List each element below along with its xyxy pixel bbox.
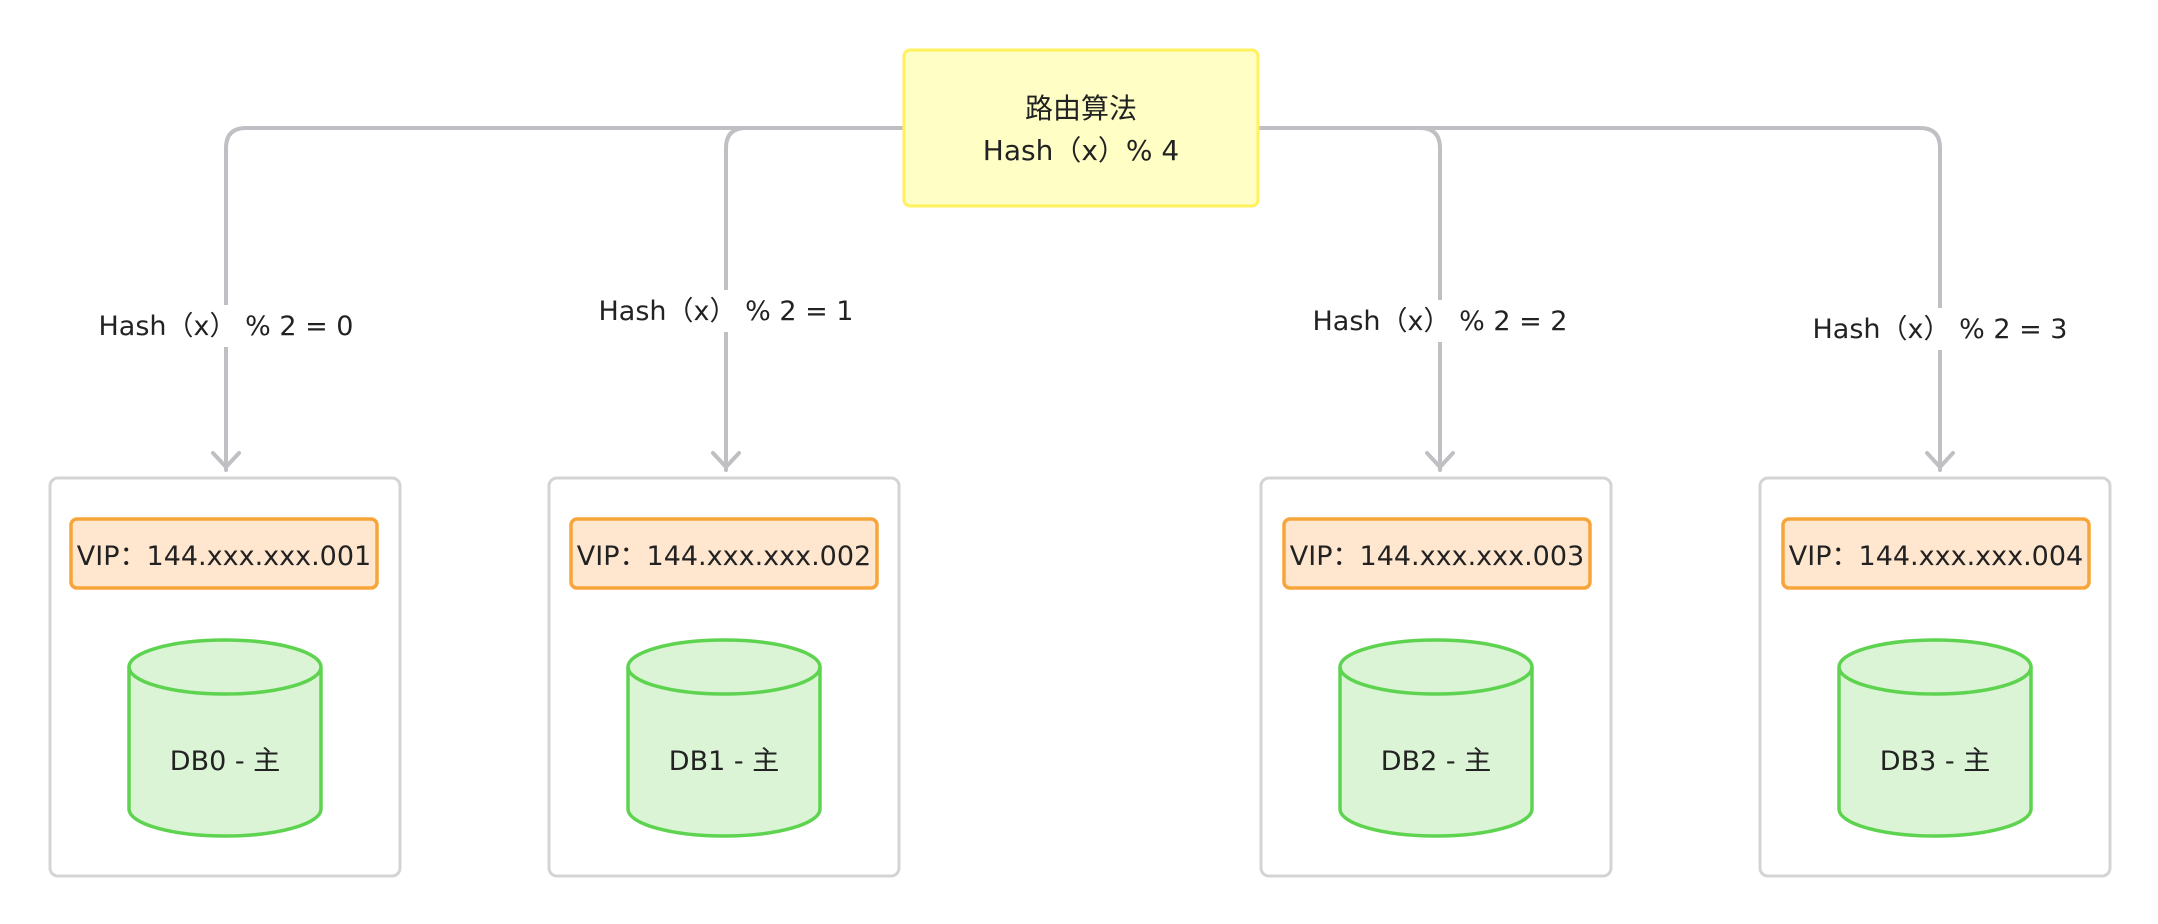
connectors xyxy=(211,126,1955,472)
connector-db3 xyxy=(1254,126,1942,472)
vip-label-0: VIP：144.xxx.xxx.001 xyxy=(77,541,371,572)
connector-db1 xyxy=(724,126,904,472)
db-cylinder-top-1 xyxy=(626,638,822,696)
router-formula: Hash（x）% 4 xyxy=(983,134,1179,167)
edge-labels: Hash（x） % 2 = 0 Hash（x） % 2 = 1 Hash（x） … xyxy=(99,290,2068,350)
router-title: 路由算法 xyxy=(1025,92,1137,125)
db-cylinder-1 xyxy=(626,667,822,838)
db-group-1: VIP：144.xxx.xxx.002 DB1 - 主 xyxy=(547,476,901,878)
db-label-3: DB3 - 主 xyxy=(1880,746,1990,777)
db-group-3: VIP：144.xxx.xxx.004 DB3 - 主 xyxy=(1758,476,2112,878)
vip-box-2 xyxy=(1282,517,1592,590)
arrowhead-db0 xyxy=(211,451,241,469)
db-cylinder-3 xyxy=(1837,667,2033,838)
edge-label-db1: Hash（x） % 2 = 1 xyxy=(599,296,854,327)
arrowhead-db3 xyxy=(1925,451,1955,469)
db-label-0: DB0 - 主 xyxy=(170,746,280,777)
db-cylinder-2 xyxy=(1338,667,1534,838)
vip-label-1: VIP：144.xxx.xxx.002 xyxy=(577,541,871,572)
vip-box-3 xyxy=(1781,517,2091,590)
db-group-0: VIP：144.xxx.xxx.001 DB0 - 主 xyxy=(48,476,402,878)
vip-label-3: VIP：144.xxx.xxx.004 xyxy=(1789,541,2083,572)
db-label-1: DB1 - 主 xyxy=(669,746,779,777)
db-cylinder-top-3 xyxy=(1837,638,2033,696)
vip-label-2: VIP：144.xxx.xxx.003 xyxy=(1290,541,1584,572)
db-group-2: VIP：144.xxx.xxx.003 DB2 - 主 xyxy=(1259,476,1613,878)
edge-label-db2: Hash（x） % 2 = 2 xyxy=(1313,306,1568,337)
db-cylinder-top-0 xyxy=(127,638,323,696)
edge-label-db3: Hash（x） % 2 = 3 xyxy=(1813,314,2068,345)
vip-box-0 xyxy=(69,517,379,590)
connector-db2 xyxy=(1254,126,1442,472)
vip-box-1 xyxy=(569,517,879,590)
db-label-2: DB2 - 主 xyxy=(1381,746,1491,777)
db-cylinder-0 xyxy=(127,667,323,838)
arrowhead-db2 xyxy=(1425,451,1455,469)
db-cylinder-top-2 xyxy=(1338,638,1534,696)
connector-db0 xyxy=(224,126,904,472)
arrowhead-db1 xyxy=(711,451,741,469)
router-node: 路由算法 Hash（x）% 4 xyxy=(902,48,1260,208)
edge-label-db0: Hash（x） % 2 = 0 xyxy=(99,311,354,342)
